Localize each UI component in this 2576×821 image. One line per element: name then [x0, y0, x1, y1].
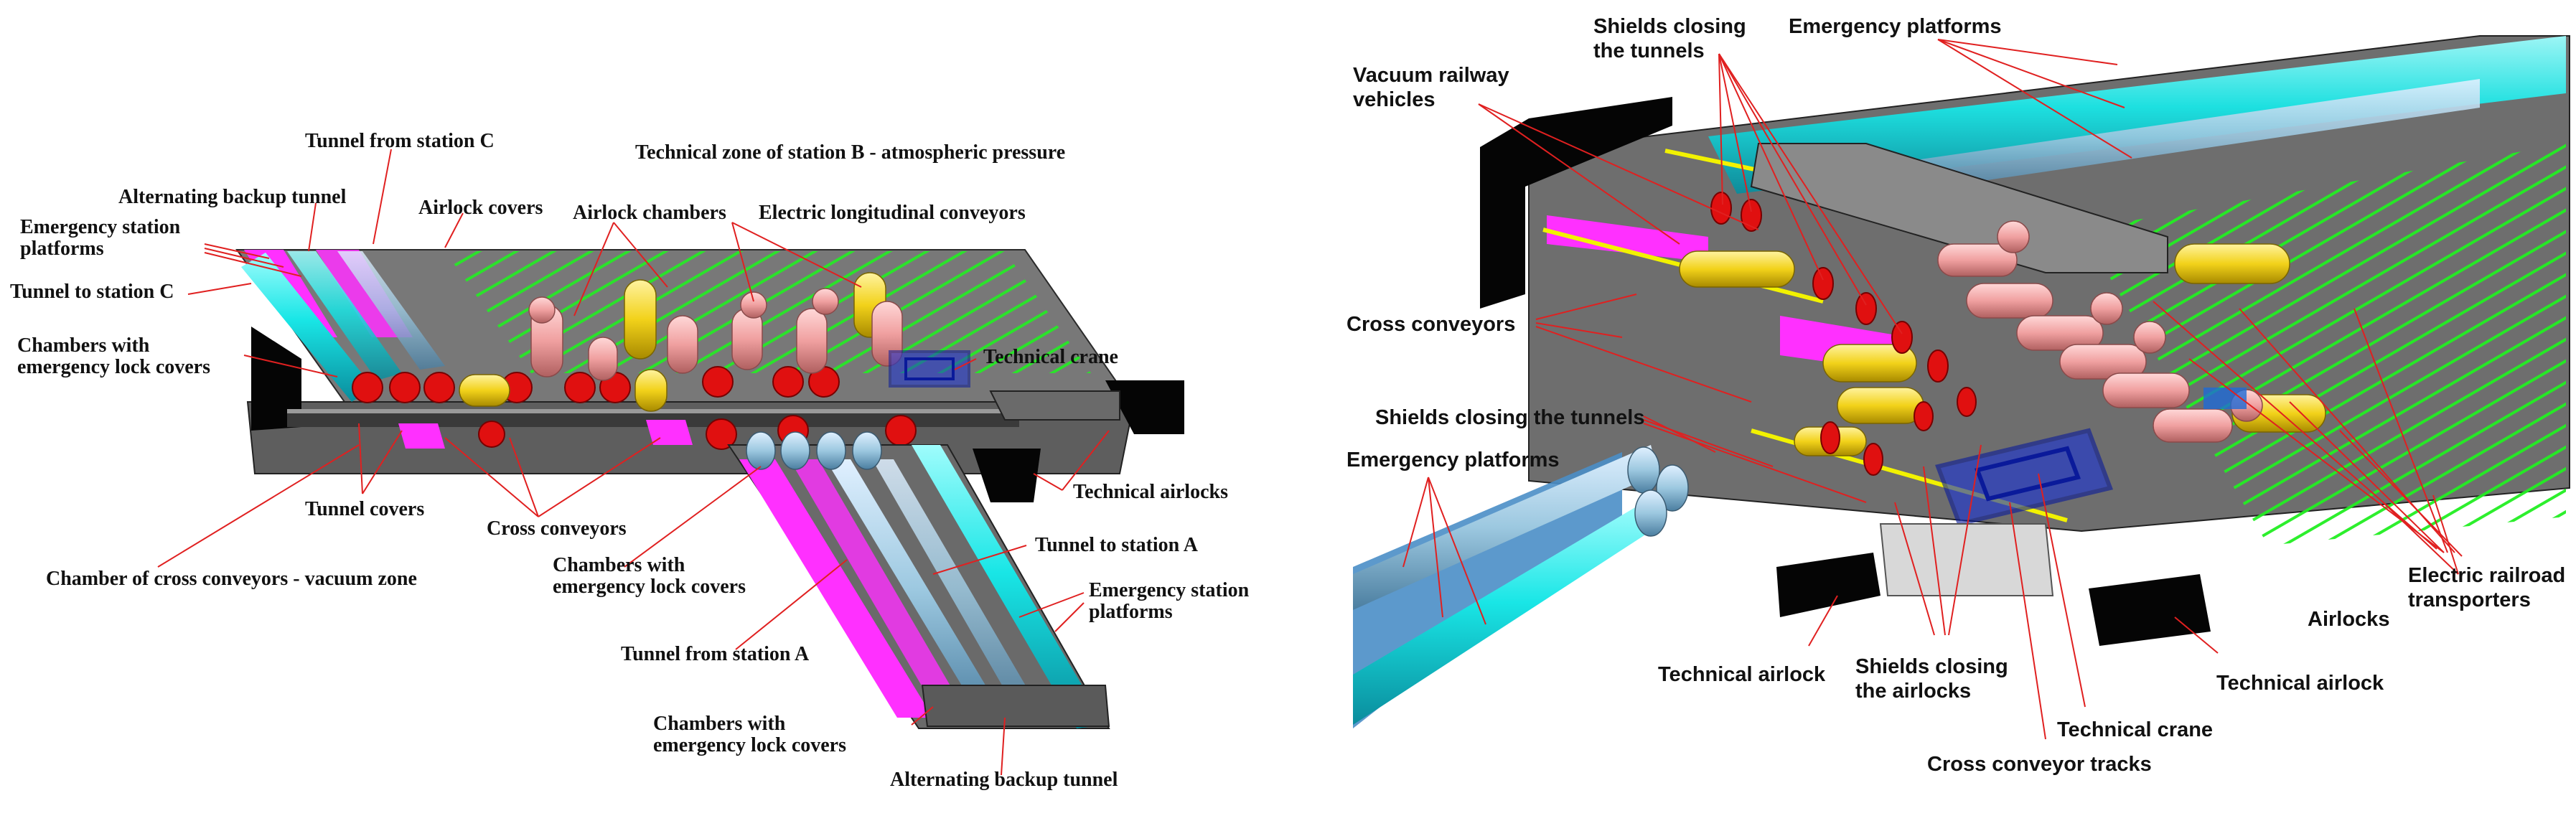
technical-crane-right — [1934, 428, 2114, 527]
label-shields-closing-the-tunnels-mid: Shields closing the tunnels — [1375, 406, 1645, 429]
technical-airlock-block-2 — [973, 449, 1041, 502]
label-vacuum-railway-vehicles: Vacuum railway vehicles — [1353, 64, 1509, 111]
label-emergency-station-platforms-right: Emergency station platforms — [1089, 579, 1250, 623]
label-tunnel-from-station-c: Tunnel from station C — [305, 130, 495, 152]
label-alternating-backup-tunnel-bottom: Alternating backup tunnel — [890, 769, 1118, 791]
shield-circles-row-upper — [352, 366, 840, 403]
label-chambers-emergency-lock-covers-left: Chambers with emergency lock covers — [17, 334, 210, 378]
blue-lattice — [2203, 388, 2247, 409]
technical-airlock-gray-arm — [989, 390, 1120, 421]
tunnel-from-station-a — [825, 459, 1005, 721]
leader-lines-right — [1402, 39, 2463, 740]
technical-airlock-block-1 — [1105, 380, 1184, 434]
label-shields-closing-the-tunnels-top: Shields closing the tunnels — [1593, 15, 1746, 62]
tech-airlock-right-block — [2089, 574, 2211, 646]
label-technical-crane-left: Technical crane — [983, 346, 1118, 368]
left-figure — [157, 149, 1184, 776]
label-technical-airlocks: Technical airlocks — [1073, 481, 1228, 503]
station-a-end-block — [921, 685, 1110, 727]
label-airlock-chambers: Airlock chambers — [573, 202, 726, 224]
label-chambers-emergency-lock-covers-mid: Chambers with emergency lock covers — [553, 554, 746, 598]
shield-circles-row-lower — [478, 415, 917, 450]
cross-conveyor-magenta-2 — [646, 420, 693, 445]
label-electric-railroad-transporters: Electric railroad transporters — [2408, 564, 2566, 611]
tunnel-to-station-c — [241, 253, 373, 402]
platform-magenta-r-1 — [1547, 215, 1708, 262]
label-technical-crane-right: Technical crane — [2057, 718, 2214, 741]
label-chamber-of-cross-conveyors: Chamber of cross conveyors - vacuum zone — [46, 568, 417, 590]
label-technical-airlock-left: Technical airlock — [1658, 663, 1826, 686]
label-chambers-emergency-lock-covers-bottom: Chambers with emergency lock covers — [653, 713, 846, 756]
tunnel-band-left-pale — [1353, 445, 1658, 610]
label-cross-conveyors-right: Cross conveyors — [1346, 313, 1516, 336]
airlocks-pink-right — [1937, 220, 2263, 443]
label-cross-conveyors-left: Cross conveyors — [487, 517, 627, 540]
shields-red-right — [1710, 192, 1977, 476]
airlock-chambers-yellow — [459, 272, 886, 412]
label-emergency-station-platforms-left: Emergency station platforms — [20, 216, 181, 260]
tunnel-a-entrances — [746, 431, 882, 470]
cross-conveyor-pedestal — [1879, 523, 2054, 596]
tech-airlock-left-block — [1776, 553, 1881, 617]
label-shields-closing-the-airlocks: Shields closing the airlocks — [1855, 655, 2008, 703]
platform-magenta-a-2 — [790, 459, 969, 718]
tunnel-band-left-cyan — [1353, 502, 1651, 725]
tunnel-to-station-a — [912, 445, 1105, 728]
tunnel-left-ends — [1627, 446, 1689, 537]
label-tunnel-from-station-a: Tunnel from station A — [621, 643, 810, 665]
label-emergency-platforms-top: Emergency platforms — [1789, 15, 2002, 38]
airlock-chambers-pink — [528, 288, 903, 381]
label-electric-longitudinal-conveyors: Electric longitudinal conveyors — [759, 202, 1026, 224]
label-tunnel-to-station-a: Tunnel to station A — [1035, 534, 1198, 556]
backup-tunnel-left — [337, 251, 445, 370]
tunnel-from-station-c — [287, 251, 402, 380]
label-tunnel-to-station-c: Tunnel to station C — [10, 281, 174, 303]
right-figure — [1353, 35, 2570, 740]
cross-slab — [1750, 143, 2168, 273]
label-technical-airlock-right: Technical airlock — [2216, 672, 2384, 695]
airlocks-yellow-right — [1679, 243, 2326, 456]
upper-tunnel-band — [1708, 36, 2566, 194]
backup-tunnel-a — [872, 459, 1044, 721]
label-technical-zone-station-b: Technical zone of station B - atmospheri… — [635, 141, 1066, 164]
cross-conveyor-magenta-1 — [398, 423, 445, 449]
top-left-black-block — [1480, 97, 1672, 309]
label-alternating-backup-tunnel-top: Alternating backup tunnel — [118, 186, 347, 208]
label-emergency-platforms-left: Emergency platforms — [1346, 449, 1560, 472]
left-black-block — [251, 327, 301, 431]
label-airlock-covers: Airlock covers — [418, 197, 543, 219]
label-cross-conveyor-tracks: Cross conveyor tracks — [1927, 753, 2152, 776]
label-airlocks: Airlocks — [2308, 608, 2390, 631]
leader-lines-left — [157, 149, 1110, 776]
upper-tunnel-band-2 — [1881, 79, 2480, 194]
label-tunnel-covers: Tunnel covers — [305, 498, 425, 520]
platform-magenta-a-1 — [739, 459, 933, 718]
